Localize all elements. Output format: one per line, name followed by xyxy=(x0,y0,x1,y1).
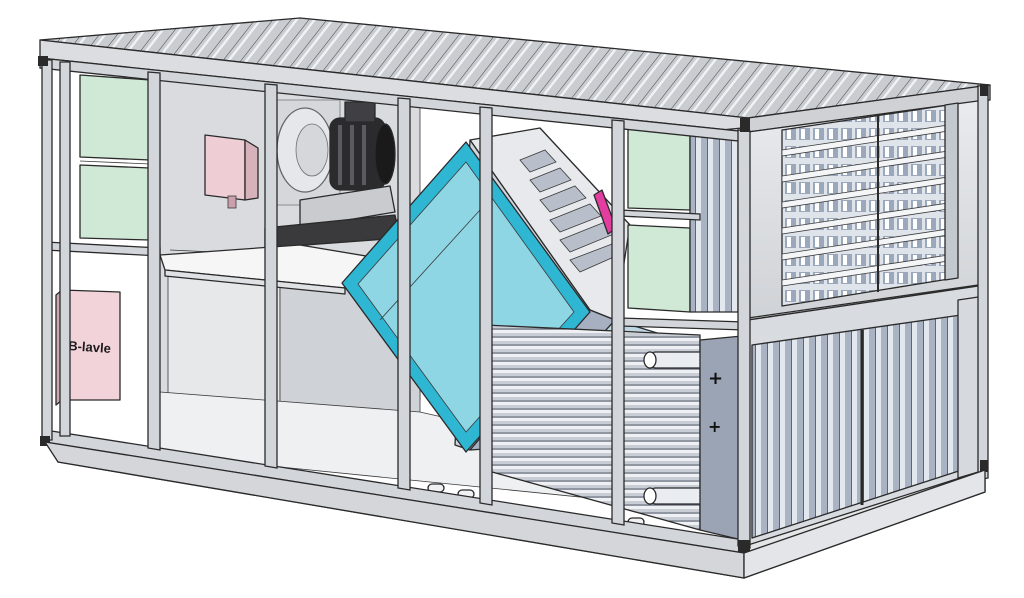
junction-box xyxy=(204,134,259,209)
motor xyxy=(329,101,396,191)
filter-coil-left xyxy=(79,74,151,241)
intake-louver xyxy=(781,102,959,307)
supply-fan xyxy=(264,99,401,249)
roof xyxy=(39,17,991,133)
lower-coil: + + xyxy=(484,324,743,541)
filter-coil-right xyxy=(627,127,743,313)
terminal-plus: + xyxy=(708,368,723,389)
terminal-minus: + xyxy=(708,417,721,436)
base-skirt xyxy=(44,441,986,579)
control-box-label: B-lavle xyxy=(68,338,112,356)
coil-header-pipes xyxy=(643,351,709,505)
